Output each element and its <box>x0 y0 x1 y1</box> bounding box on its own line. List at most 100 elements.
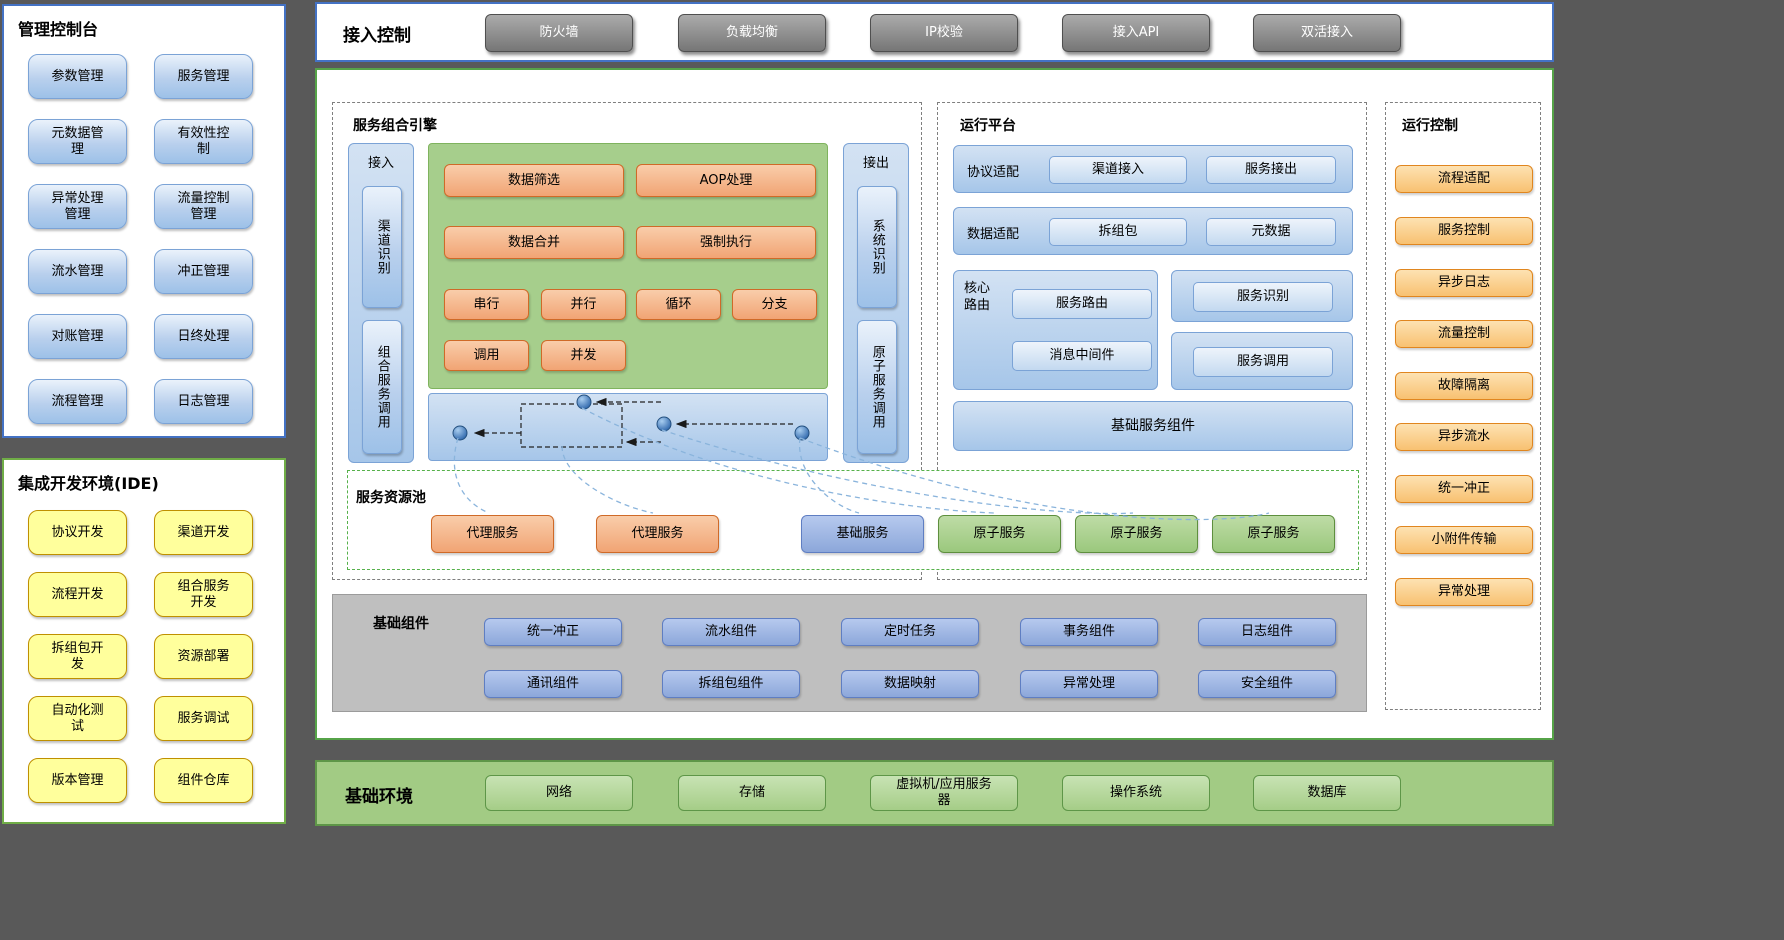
atomic-service-button[interactable]: 原子服务 <box>1075 515 1198 553</box>
access-button[interactable]: 负载均衡 <box>678 14 826 52</box>
runtime-control-button[interactable]: 异常处理 <box>1395 578 1533 606</box>
environment-button[interactable]: 网络 <box>485 775 633 811</box>
mgmt-button[interactable]: 元数据管理 <box>28 119 127 164</box>
component-button[interactable]: 通讯组件 <box>484 670 622 698</box>
mgmt-button[interactable]: 流水管理 <box>28 249 127 294</box>
platform-button[interactable]: 拆组包 <box>1049 218 1187 246</box>
management-console-grid: 参数管理 服务管理 元数据管理 有效性控制 异常处理管理 流量控制管理 流水管理… <box>4 54 284 424</box>
runtime-control-button[interactable]: 流程适配 <box>1395 165 1533 193</box>
mgmt-button[interactable]: 冲正管理 <box>154 249 253 294</box>
ide-title: 集成开发环境(IDE) <box>18 474 159 493</box>
access-control-title: 接入控制 <box>343 26 411 46</box>
mgmt-button[interactable]: 流量控制管理 <box>154 184 253 229</box>
access-button[interactable]: 接入API <box>1062 14 1210 52</box>
access-button[interactable]: 双活接入 <box>1253 14 1401 52</box>
access-control-panel: 接入控制 防火墙 负载均衡 IP校验 接入API 双活接入 <box>315 2 1554 62</box>
environment-button[interactable]: 虚拟机/应用服务器 <box>870 775 1018 811</box>
component-button[interactable]: 数据映射 <box>841 670 979 698</box>
proxy-service-button[interactable]: 代理服务 <box>596 515 719 553</box>
ide-button[interactable]: 协议开发 <box>28 510 127 555</box>
flow-diagram <box>452 394 810 448</box>
composite-service-call-button[interactable]: 组合服务调用 <box>362 320 402 454</box>
mgmt-button[interactable]: 对账管理 <box>28 314 127 359</box>
ide-button[interactable]: 自动化测试 <box>28 696 127 741</box>
mgmt-button[interactable]: 日志管理 <box>154 379 253 424</box>
base-service-button[interactable]: 基础服务 <box>801 515 924 553</box>
runtime-control-button[interactable]: 服务控制 <box>1395 217 1533 245</box>
op-button[interactable]: 数据筛选 <box>444 164 624 197</box>
component-button[interactable]: 统一冲正 <box>484 618 622 646</box>
management-console-panel: 管理控制台 参数管理 服务管理 元数据管理 有效性控制 异常处理管理 流量控制管… <box>2 4 286 438</box>
atomic-service-call-button[interactable]: 原子服务调用 <box>857 320 897 454</box>
mgmt-button[interactable]: 服务管理 <box>154 54 253 99</box>
flow-node <box>576 394 592 410</box>
op-button[interactable]: 数据合并 <box>444 226 624 259</box>
op-button[interactable]: 强制执行 <box>636 226 816 259</box>
ide-button[interactable]: 版本管理 <box>28 758 127 803</box>
mgmt-button[interactable]: 参数管理 <box>28 54 127 99</box>
flow-op-button[interactable]: 调用 <box>444 340 529 371</box>
flow-node <box>794 425 810 441</box>
engine-operations-panel: 数据筛选 AOP处理 数据合并 强制执行 串行 并行 循环 分支 调用 并发 <box>428 143 828 389</box>
ide-button[interactable]: 资源部署 <box>154 634 253 679</box>
mgmt-button[interactable]: 异常处理管理 <box>28 184 127 229</box>
component-button[interactable]: 日志组件 <box>1198 618 1336 646</box>
flow-op-button[interactable]: 循环 <box>636 289 721 320</box>
runtime-control-button[interactable]: 异步流水 <box>1395 423 1533 451</box>
platform-button[interactable]: 服务接出 <box>1206 156 1336 184</box>
runtime-control-title: 运行控制 <box>1402 118 1458 134</box>
protocol-adapt-panel: 协议适配 渠道接入 服务接出 <box>953 145 1353 193</box>
op-button[interactable]: AOP处理 <box>636 164 816 197</box>
environment-button[interactable]: 存储 <box>678 775 826 811</box>
atomic-service-button[interactable]: 原子服务 <box>938 515 1061 553</box>
environment-button[interactable]: 数据库 <box>1253 775 1401 811</box>
ide-button[interactable]: 渠道开发 <box>154 510 253 555</box>
outbound-title: 接出 <box>862 156 889 171</box>
runtime-control-button[interactable]: 统一冲正 <box>1395 475 1533 503</box>
base-components-title: 基础组件 <box>373 616 429 632</box>
core-routing-panel: 核心路由 服务路由 消息中间件 <box>953 270 1158 390</box>
flow-op-button[interactable]: 分支 <box>732 289 817 320</box>
mgmt-button[interactable]: 流程管理 <box>28 379 127 424</box>
flow-node <box>452 425 468 441</box>
service-call-button[interactable]: 服务调用 <box>1193 347 1333 377</box>
ide-button[interactable]: 拆组包开发 <box>28 634 127 679</box>
base-environment-title: 基础环境 <box>345 787 413 807</box>
environment-button[interactable]: 操作系统 <box>1062 775 1210 811</box>
ide-button[interactable]: 流程开发 <box>28 572 127 617</box>
platform-button[interactable]: 元数据 <box>1206 218 1336 246</box>
flow-op-button[interactable]: 串行 <box>444 289 529 320</box>
mgmt-button[interactable]: 日终处理 <box>154 314 253 359</box>
component-button[interactable]: 异常处理 <box>1020 670 1158 698</box>
ide-button[interactable]: 组合服务开发 <box>154 572 253 617</box>
flow-op-button[interactable]: 并行 <box>541 289 626 320</box>
runtime-control-button[interactable]: 故障隔离 <box>1395 372 1533 400</box>
atomic-service-button[interactable]: 原子服务 <box>1212 515 1335 553</box>
component-button[interactable]: 安全组件 <box>1198 670 1336 698</box>
component-button[interactable]: 事务组件 <box>1020 618 1158 646</box>
runtime-control-button[interactable]: 流量控制 <box>1395 320 1533 348</box>
component-button[interactable]: 拆组包组件 <box>662 670 800 698</box>
mgmt-button[interactable]: 有效性控制 <box>154 119 253 164</box>
runtime-control-button[interactable]: 异步日志 <box>1395 269 1533 297</box>
data-adapt-label: 数据适配 <box>967 227 1020 242</box>
platform-button[interactable]: 消息中间件 <box>1012 341 1152 371</box>
component-button[interactable]: 流水组件 <box>662 618 800 646</box>
service-identify-button[interactable]: 服务识别 <box>1193 282 1333 312</box>
platform-button[interactable]: 服务路由 <box>1012 289 1152 319</box>
channel-identify-button[interactable]: 渠道识别 <box>362 186 402 308</box>
runtime-platform-group: 运行平台 协议适配 渠道接入 服务接出 数据适配 拆组包 元数据 核心路由 服务… <box>937 102 1367 580</box>
ide-button[interactable]: 服务调试 <box>154 696 253 741</box>
access-button[interactable]: IP校验 <box>870 14 1018 52</box>
flow-op-button[interactable]: 并发 <box>541 340 626 371</box>
core-routing-label: 核心路由 <box>964 281 991 313</box>
component-button[interactable]: 定时任务 <box>841 618 979 646</box>
runtime-control-group: 运行控制 流程适配 服务控制 异步日志 流量控制 故障隔离 异步流水 统一冲正 … <box>1385 102 1541 710</box>
proxy-service-button[interactable]: 代理服务 <box>431 515 554 553</box>
access-button[interactable]: 防火墙 <box>485 14 633 52</box>
ide-grid: 协议开发 渠道开发 流程开发 组合服务开发 拆组包开发 资源部署 自动化测试 服… <box>4 510 284 803</box>
runtime-control-button[interactable]: 小附件传输 <box>1395 526 1533 554</box>
ide-button[interactable]: 组件仓库 <box>154 758 253 803</box>
platform-button[interactable]: 渠道接入 <box>1049 156 1187 184</box>
system-identify-button[interactable]: 系统识别 <box>857 186 897 308</box>
